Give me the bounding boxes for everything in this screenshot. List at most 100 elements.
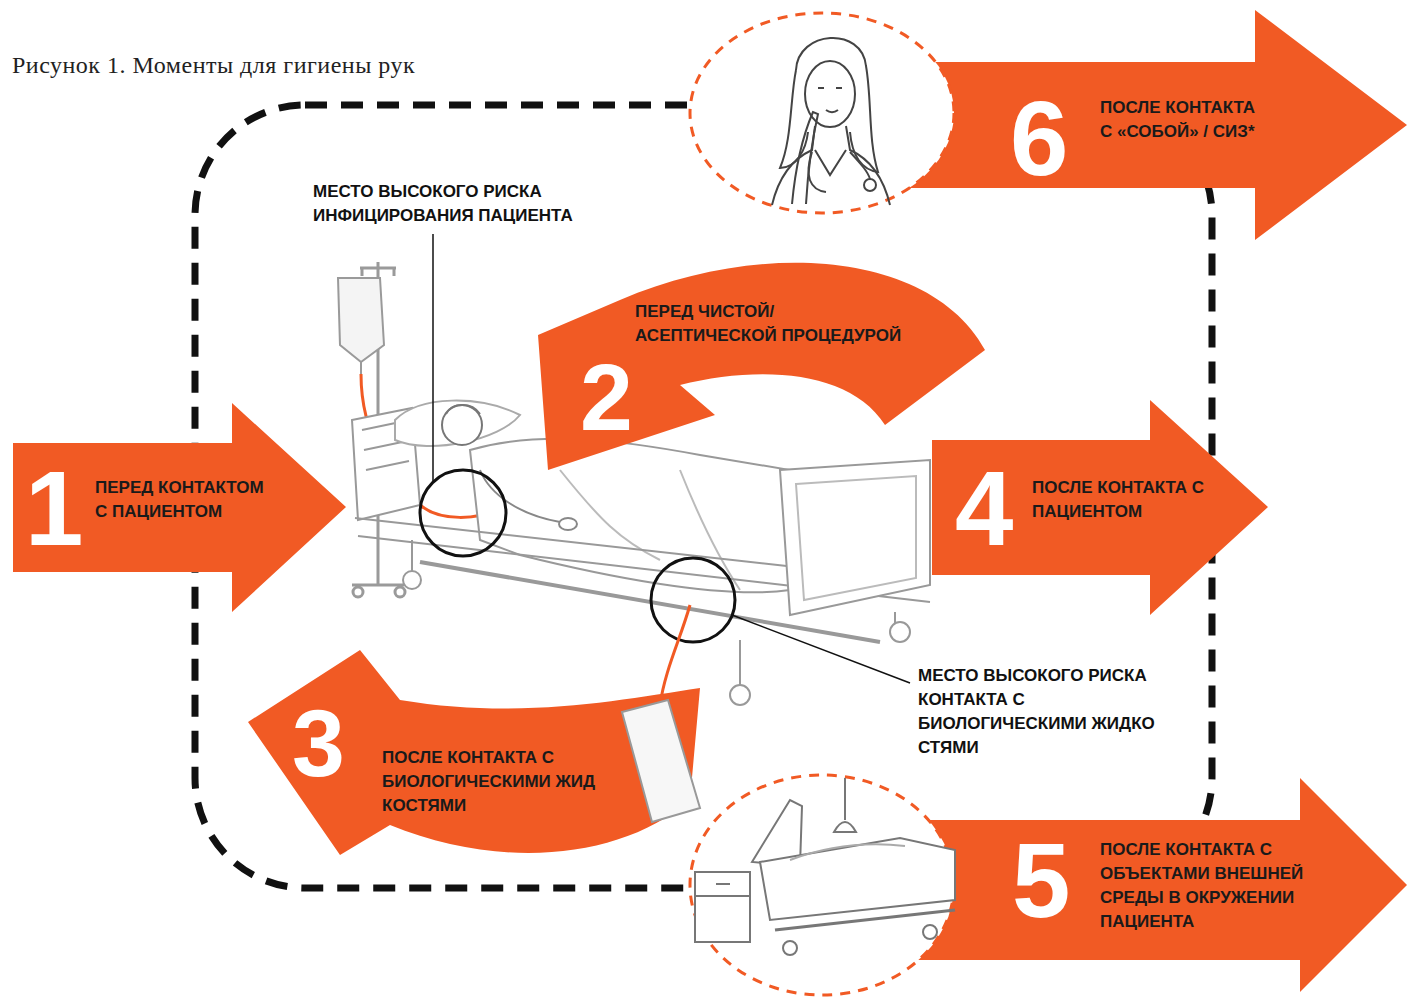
text-holder: 5 xyxy=(1012,828,1070,933)
step-number: 2 xyxy=(580,350,633,445)
risk-circle xyxy=(420,470,506,556)
hospital-bed xyxy=(442,405,482,445)
hospital-bed xyxy=(559,518,577,530)
hospital-bed xyxy=(420,562,880,642)
patient-surroundings-picture xyxy=(752,800,802,866)
patient-surroundings-picture xyxy=(783,941,797,955)
patient-surroundings-picture xyxy=(775,910,955,930)
hospital-bed xyxy=(730,685,750,705)
callout-label: МЕСТО ВЫСОКОГО РИСКА ИНФИЦИРОВАНИЯ ПАЦИЕ… xyxy=(313,180,588,228)
arrow-shape xyxy=(13,403,346,612)
hospital-bed xyxy=(470,439,790,592)
callout-label: МЕСТО ВЫСОКОГО РИСКА КОНТАКТА С БИОЛОГИЧ… xyxy=(918,664,1186,760)
self-contact-picture xyxy=(690,13,954,213)
label-holder: МЕСТО ВЫСОКОГО РИСКА КОНТАКТА С БИОЛОГИЧ… xyxy=(918,664,1186,760)
hospital-bed xyxy=(362,421,409,470)
self-contact-picture xyxy=(805,61,855,127)
figure-title: Рисунок 1. Моменты для гигиены рук xyxy=(12,50,415,80)
patient-surroundings-picture xyxy=(790,844,905,860)
step-text: ПОСЛЕ КОНТАКТА С «СОБОЙ» / СИЗ* xyxy=(1100,96,1270,144)
patient-surroundings-picture xyxy=(716,883,730,885)
hospital-bed xyxy=(480,470,560,522)
step-number: 5 xyxy=(1012,828,1070,933)
leader-line xyxy=(732,615,910,683)
hospital-bed xyxy=(355,518,930,602)
arrow-shape xyxy=(870,10,1407,240)
hospital-bed xyxy=(446,405,480,414)
patient-surroundings-picture xyxy=(923,925,937,939)
hospital-bed xyxy=(403,571,421,589)
iv-stand xyxy=(395,587,405,597)
step-number: 1 xyxy=(25,456,83,561)
step-text: ПОСЛЕ КОНТАКТА С ПАЦИЕНТОМ xyxy=(1032,476,1237,524)
arrow-shape xyxy=(538,263,985,470)
arrow-shape xyxy=(248,650,700,855)
iv-stand xyxy=(338,262,405,597)
title-holder: Рисунок 1. Моменты для гигиены рук xyxy=(12,50,415,80)
hospital-bed xyxy=(395,401,520,446)
self-contact-picture xyxy=(690,13,954,213)
iv-stand xyxy=(353,587,363,597)
patient-surroundings-picture xyxy=(695,872,750,942)
patient-surroundings-picture xyxy=(695,895,750,897)
self-contact-picture xyxy=(818,88,842,112)
patient-surroundings-picture xyxy=(760,838,955,920)
iv-stand xyxy=(360,268,396,276)
arrow-outline xyxy=(870,778,1407,992)
drain-bag xyxy=(622,700,700,822)
self-contact-picture xyxy=(772,38,890,205)
patient-surroundings-picture xyxy=(844,778,846,820)
text-holder: 6 xyxy=(1010,86,1068,191)
text-holder: ПОСЛЕ КОНТАКТА С ПАЦИЕНТОМ xyxy=(1032,476,1237,524)
hospital-bed xyxy=(894,612,896,624)
self-contact-picture xyxy=(815,150,846,175)
text-holder: 3 xyxy=(292,696,345,791)
text-holder: 2 xyxy=(580,350,633,445)
hospital-bed xyxy=(796,476,916,600)
iv-stand xyxy=(352,584,404,587)
self-contact-picture xyxy=(864,179,876,191)
text-holder: ПЕРЕД КОНТАКТОМ С ПАЦИЕНТОМ xyxy=(95,476,276,524)
step-text: ПЕРЕД ЧИСТОЙ/ АСЕПТИЧЕСКОЙ ПРОЦЕДУРОЙ xyxy=(635,300,913,348)
hospital-bed xyxy=(352,408,420,520)
moment-arrow: 1ПЕРЕД КОНТАКТОМ С ПАЦИЕНТОМ xyxy=(13,403,346,612)
text-holder: 1 xyxy=(25,456,83,561)
text-holder: 4 xyxy=(955,456,1013,561)
iv-stand xyxy=(360,362,362,374)
iv-stand xyxy=(377,262,380,585)
moment-arrow: 4 ПОСЛЕ КОНТАКТА С ПАЦИЕНТОМ xyxy=(932,400,1268,615)
risk-circle xyxy=(651,558,735,642)
hospital-bed xyxy=(411,540,413,572)
patient-surroundings-picture xyxy=(695,778,955,955)
iv-tube xyxy=(361,374,496,517)
hospital-bed xyxy=(780,460,930,615)
patient-surroundings-picture xyxy=(834,822,856,832)
hospital-bed xyxy=(560,470,740,590)
step-number: 3 xyxy=(292,696,345,791)
self-contact-picture xyxy=(808,152,870,192)
hospital-bed xyxy=(739,640,741,686)
moment-arrow: 6 ПОСЛЕ КОНТАКТА С «СОБОЙ» / СИЗ* xyxy=(870,10,1407,240)
step-text: ПОСЛЕ КОНТАКТА С ОБЪЕКТАМИ ВНЕШНЕЙ СРЕДЫ… xyxy=(1100,838,1325,934)
text-holder: ПОСЛЕ КОНТАКТА С ОБЪЕКТАМИ ВНЕШНЕЙ СРЕДЫ… xyxy=(1100,838,1325,934)
drain-tube xyxy=(660,605,690,705)
arrow-shape xyxy=(870,778,1407,992)
leader-line xyxy=(432,234,434,482)
arrow-shape xyxy=(932,400,1268,615)
moment-arrow: 3ПОСЛЕ КОНТАКТА С БИОЛОГИЧЕСКИМИ ЖИД КОС… xyxy=(240,640,710,875)
patient-surroundings-picture xyxy=(690,775,955,995)
text-holder: ПЕРЕД ЧИСТОЙ/ АСЕПТИЧЕСКОЙ ПРОЦЕДУРОЙ xyxy=(635,300,913,348)
step-text: ПЕРЕД КОНТАКТОМ С ПАЦИЕНТОМ xyxy=(95,476,276,524)
step-text: ПОСЛЕ КОНТАКТА С БИОЛОГИЧЕСКИМИ ЖИД КОСТ… xyxy=(382,746,632,818)
moment-arrow: 5 ПОСЛЕ КОНТАКТА С ОБЪЕКТАМИ ВНЕШНЕЙ СРЕД… xyxy=(870,778,1407,992)
step-number: 6 xyxy=(1010,86,1068,191)
self-contact-picture xyxy=(772,126,890,205)
self-contact-picture xyxy=(796,38,878,172)
patient-surroundings-picture xyxy=(690,775,954,995)
step-number: 4 xyxy=(955,456,1013,561)
iv-stand xyxy=(338,278,384,362)
label-holder: МЕСТО ВЫСОКОГО РИСКА ИНФИЦИРОВАНИЯ ПАЦИЕ… xyxy=(313,180,588,228)
hospital-bed xyxy=(352,401,930,705)
